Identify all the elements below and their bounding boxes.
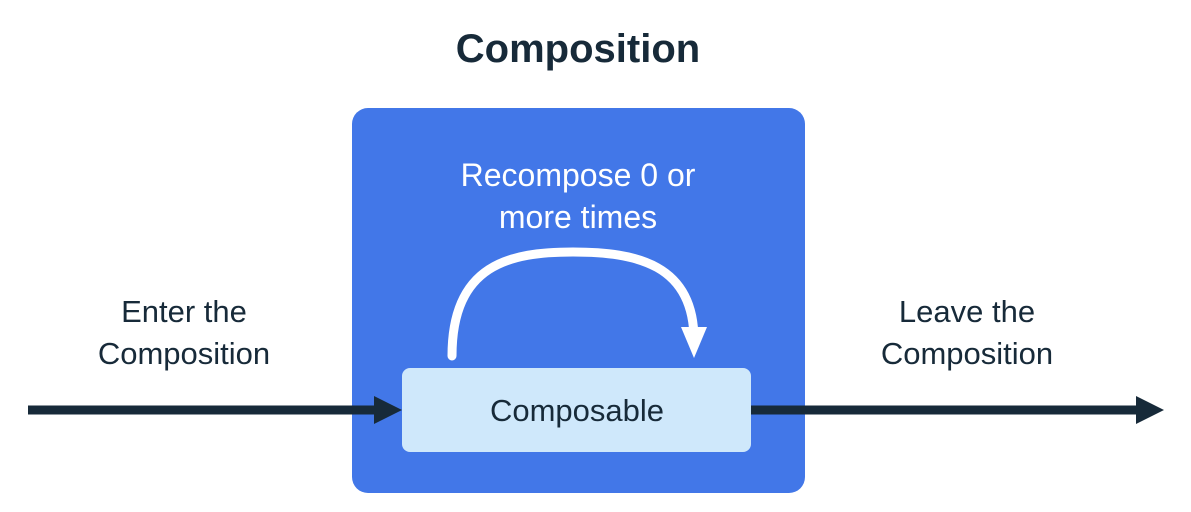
diagram-title: Composition [456, 27, 700, 71]
recompose-label-line1: Recompose 0 or [461, 157, 696, 193]
recompose-label-line2: more times [499, 199, 657, 235]
enter-arrow-icon [28, 396, 402, 424]
curved-loop-arrow-icon [447, 247, 707, 361]
enter-label-line1: Enter the [121, 294, 247, 329]
enter-label-line2: Composition [98, 336, 270, 371]
composable-label: Composable [490, 393, 664, 428]
leave-arrow-icon [751, 396, 1164, 424]
leave-label-line1: Leave the [899, 294, 1035, 329]
leave-label-line2: Composition [881, 336, 1053, 371]
composable-box [402, 368, 751, 452]
